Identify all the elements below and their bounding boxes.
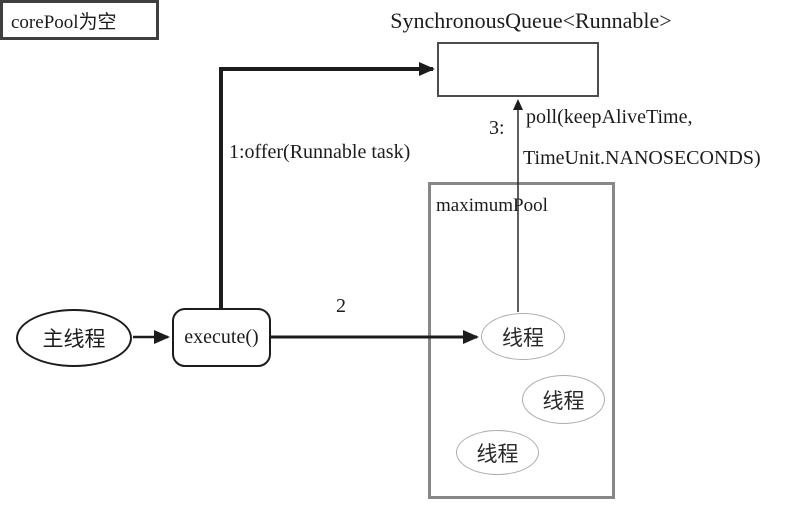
execute-node: execute() [172, 308, 271, 367]
core-pool-box: corePool为空 [0, 0, 159, 40]
offer-edge-label: 1:offer(Runnable task) [229, 141, 411, 163]
maximum-pool-label: maximumPool [436, 195, 548, 216]
thread-node-2: 线程 [522, 375, 605, 424]
offer-arrow [219, 62, 435, 308]
thread-node-3: 线程 [456, 430, 539, 475]
poll-edge-label-line2: TimeUnit.NANOSECONDS) [523, 147, 761, 169]
core-pool-label: corePool为空 [11, 11, 117, 33]
synchronous-queue-box [437, 42, 599, 97]
step3-edge-label: 3: [489, 117, 505, 139]
thread-node-1: 线程 [481, 313, 565, 360]
poll-edge-label-line1: poll(keepAliveTime, [526, 106, 693, 128]
synchronous-queue-title: SynchronousQueue<Runnable> [390, 8, 672, 33]
main-thread-node: 主线程 [16, 309, 132, 367]
step2-edge-label: 2 [336, 295, 346, 317]
